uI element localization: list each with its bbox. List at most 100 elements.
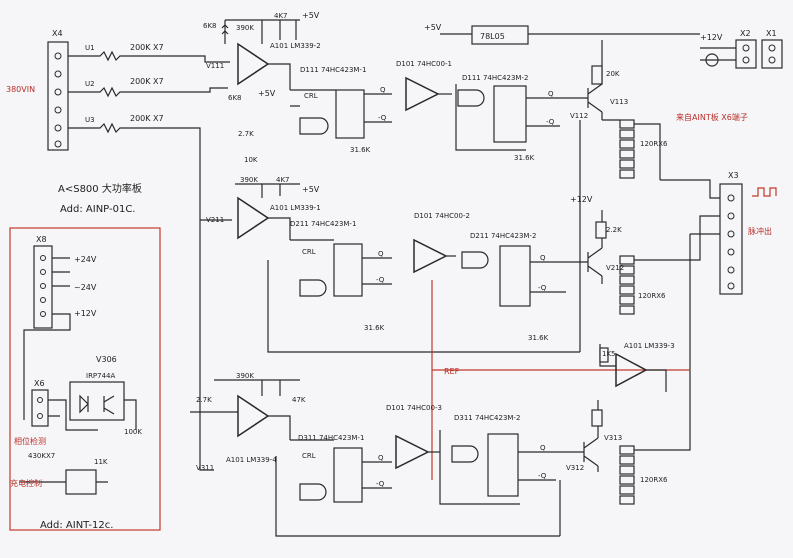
connectors-x2-x1 — [700, 39, 783, 69]
u3-label: U3 — [85, 116, 95, 124]
d101-1-gate — [405, 76, 452, 112]
x6-label: X6 — [34, 379, 45, 388]
a101-2-label: A101 LM339-2 — [270, 42, 321, 50]
connector-x8 — [23, 245, 71, 420]
v313-label: V313 — [604, 434, 622, 442]
ref-label: REF — [444, 367, 460, 376]
r31k6-b: 31.6K — [514, 154, 535, 162]
r11k: 11K — [94, 458, 108, 466]
q-5: Q — [378, 454, 384, 462]
r1k5: 1K5 — [602, 350, 616, 358]
plus5v-c: +5V — [424, 23, 442, 32]
r31k6-a: 31.6K — [350, 146, 371, 154]
d311-1-block — [275, 439, 560, 537]
sub-board-frame — [9, 227, 161, 531]
plus12v-a: +12V — [700, 33, 723, 42]
v211-label: V211 — [206, 216, 224, 224]
v212-label: V212 — [606, 264, 624, 272]
pulse-out-label: 脉冲出 — [748, 226, 772, 236]
comparator-middle — [235, 183, 300, 240]
d111-1-label: D111 74HC423M-1 — [300, 66, 366, 74]
a101-4-label: A101 LM339-4 — [226, 456, 277, 464]
nq-3: -Q — [376, 276, 385, 284]
right-source-label: 来自AINT板 X6端子 — [676, 112, 748, 122]
v306-label: V306 — [96, 355, 117, 364]
resistor-200k-a: 200K X7 — [130, 43, 164, 52]
a101-1-label: A101 LM339-1 — [270, 204, 321, 212]
u1-label: U1 — [85, 44, 95, 52]
d101-2-label: D101 74HC00-2 — [414, 212, 470, 220]
a101-3-label: A101 LM339-3 — [624, 342, 675, 350]
d101-3-label: D101 74HC00-3 — [386, 404, 442, 412]
resistor-200k-c: 200K X7 — [130, 114, 164, 123]
d211-2-block — [461, 245, 566, 307]
charge-control-transistor — [20, 469, 108, 495]
r27k-a: 2.7K — [238, 130, 254, 138]
ref-line — [431, 280, 690, 480]
x3-label: X3 — [728, 171, 739, 180]
regulator-78l05 — [440, 25, 700, 45]
d101-3-gate — [395, 434, 440, 470]
d111-2-block — [455, 84, 560, 151]
d211-1-label: D211 74HC423M-1 — [290, 220, 356, 228]
r100k: 100K — [124, 428, 142, 436]
comparator-a101-3 — [599, 344, 667, 392]
v111-label: V111 — [206, 62, 224, 70]
ic-78l05: 78L05 — [480, 32, 505, 41]
nq-1: -Q — [378, 114, 387, 122]
q-1: Q — [380, 86, 386, 94]
clr-3: CRL — [302, 452, 316, 460]
sub-board-code: Add: AINT-12c. — [40, 520, 113, 531]
connector-x3 — [660, 179, 743, 410]
connector-x6 — [31, 389, 98, 431]
pulse-waveform-icon — [752, 187, 777, 197]
optocoupler-v306 — [69, 381, 137, 430]
v311-label: V311 — [196, 464, 214, 472]
q-6: Q — [540, 444, 546, 452]
r4k7-a: 4K7 — [274, 12, 288, 20]
nq-4: -Q — [538, 284, 547, 292]
board-title: A<S800 大功率板 — [58, 182, 142, 195]
r430k: 430KX7 — [28, 452, 55, 460]
plus24v: +24V — [74, 255, 97, 264]
bus-lines — [199, 120, 581, 536]
d311-2-label: D311 74HC423M-2 — [454, 414, 520, 422]
x8-label: X8 — [36, 235, 47, 244]
input-voltage-label: 380VIN — [6, 85, 35, 94]
d111-1-block — [290, 89, 392, 139]
r390k-b: 390K — [240, 176, 258, 184]
output-stage-top — [560, 40, 661, 180]
plus5v-b: +5V — [258, 89, 276, 98]
plus5v-a: +5V — [302, 11, 320, 20]
plus5v-mid: +5V — [302, 185, 320, 194]
r4k7-b: 4K7 — [276, 176, 290, 184]
clr-2: CRL — [302, 248, 316, 256]
r10k: 10K — [244, 156, 258, 164]
charge-control-label: 充电控制 — [10, 478, 42, 488]
r31k6-d: 31.6K — [528, 334, 549, 342]
q-3: Q — [378, 250, 384, 258]
output-stage-middle — [566, 210, 720, 315]
d101-2-gate — [413, 238, 456, 274]
x4-label: X4 — [52, 29, 63, 38]
nq-2: -Q — [546, 118, 555, 126]
d101-1-label: D101 74HC00-1 — [396, 60, 452, 68]
d211-2-label: D211 74HC423M-2 — [470, 232, 536, 240]
r31k6-c: 31.6K — [364, 324, 385, 332]
q-2: Q — [548, 90, 554, 98]
board-code: Add: AINP-01C. — [60, 204, 135, 215]
r120-a: 120RX6 — [640, 140, 668, 148]
r6k8-a: 6K8 — [203, 22, 217, 30]
r390k-a: 390K — [236, 24, 254, 32]
clr-1: CRL — [304, 92, 318, 100]
q-4: Q — [540, 254, 546, 262]
r120-b: 120RX6 — [638, 292, 666, 300]
r20k: 20K — [606, 70, 620, 78]
r27k-b: 2.7K — [196, 396, 212, 404]
minus24v: ~24V — [74, 283, 97, 292]
d211-1-block — [267, 239, 580, 353]
u2-label: U2 — [85, 80, 95, 88]
r390k-c: 390K — [236, 372, 254, 380]
x1-label: X1 — [766, 29, 777, 38]
